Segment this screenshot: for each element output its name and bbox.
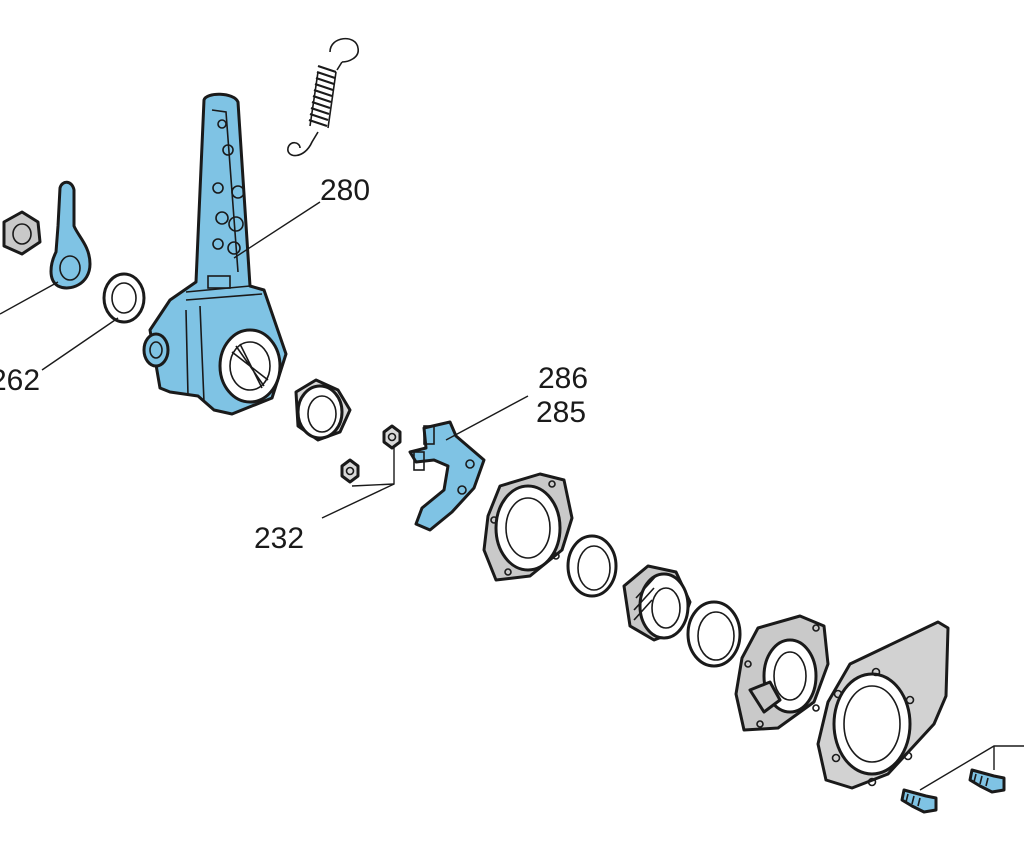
bushing — [294, 378, 352, 442]
small-nut-upper — [382, 424, 402, 450]
label-232: 232 — [254, 522, 304, 555]
bolt-lower — [900, 788, 938, 814]
label-285: 285 — [536, 396, 586, 429]
seal-ring — [102, 272, 146, 324]
hex-nut — [2, 210, 42, 256]
small-nut-lower — [340, 458, 360, 484]
bearing — [622, 564, 692, 642]
anchor-link — [49, 180, 92, 290]
bracket-plate — [816, 620, 950, 790]
seal-ring-large — [566, 534, 618, 598]
control-arm-bracket — [408, 420, 486, 532]
bolt-upper — [968, 768, 1006, 794]
label-286: 286 — [538, 362, 588, 395]
label-280: 280 — [320, 174, 370, 207]
label-262: 262 — [0, 364, 40, 397]
leader-lines — [0, 201, 1024, 791]
slack-adjuster — [142, 92, 288, 416]
mounting-plate — [734, 614, 830, 732]
bushing-ring — [686, 600, 742, 668]
flange-plate — [482, 472, 574, 582]
return-spring — [287, 37, 359, 157]
